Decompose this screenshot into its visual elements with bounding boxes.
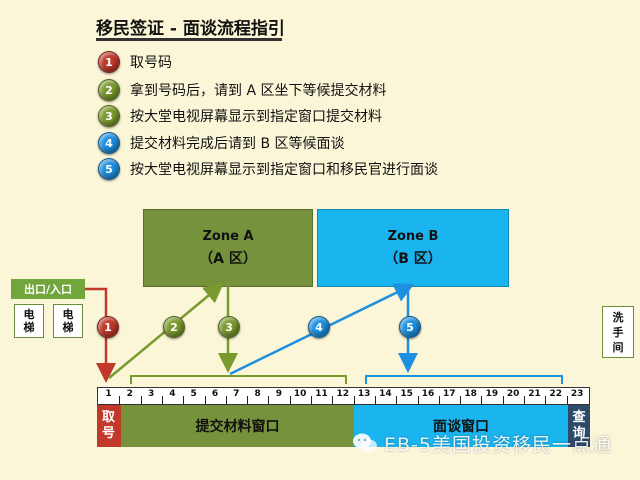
ticket-block-text: 取 号 [101,410,116,441]
window-tick [439,396,440,405]
restroom-box: 洗 手 间 [602,306,634,358]
step-text: 按大堂电视屏幕显示到指定窗口和移民官进行面谈 [130,162,438,178]
window-number: 19 [485,389,499,399]
watermark: EB-5美国投资移民一点通 [352,428,612,458]
window-tick [460,396,461,405]
submit-window-text: 提交材料窗口 [195,419,280,435]
window-tick [545,396,546,405]
step-number-badge: 5 [98,158,120,180]
step-text: 拿到号码后，请到 A 区坐下等候提交材料 [130,83,387,99]
window-number: 5 [190,389,197,399]
zone-b-label: （B 区） [384,250,442,267]
window-tick [567,396,568,405]
window-tick [481,396,482,405]
interview-window-text: 面谈窗口 [433,419,489,435]
exit-entrance-label: 出口/入口 [11,279,85,299]
step-text: 按大堂电视屏幕显示到指定窗口提交材料 [130,109,382,125]
window-tick [119,396,120,405]
interview-bracket [365,375,563,384]
arrow-badge-2: 2 [163,316,185,338]
elevator-left-text: 电 梯 [23,308,35,334]
zone-a-label: （A 区） [199,250,257,267]
arrow-badge-3: 3 [218,316,240,338]
window-number: 1 [105,389,112,399]
step-item-2: 2 拿到号码后，请到 A 区坐下等候提交材料 [98,79,386,101]
watermark-text: EB-5美国投资移民一点通 [384,433,612,456]
window-number: 2 [126,389,133,399]
step-number-badge: 1 [98,51,120,73]
submit-window-block: 提交材料窗口 [121,405,354,447]
elevator-left: 电 梯 [14,304,44,338]
elevator-right-text: 电 梯 [62,308,74,334]
zone-b-name: Zone B [387,228,439,244]
inquiry-block: 查 询 [568,405,590,447]
step-item-4: 4 提交材料完成后请到 B 区等候面谈 [98,132,345,154]
window-number: 4 [169,389,176,399]
window-tick [205,396,206,405]
window-number: 12 [336,389,350,399]
window-tick [503,396,504,405]
window-number: 10 [293,389,307,399]
window-number: 14 [379,389,392,399]
window-number: 21 [528,389,541,399]
window-tick [418,396,419,405]
elevator-right: 电 梯 [53,304,83,338]
wechat-icon [353,433,377,453]
title-underline [96,38,282,41]
window-tick [375,396,376,405]
window-tick [141,396,142,405]
window-number: 8 [254,389,261,399]
window-ruler [97,387,590,405]
step-item-3: 3 按大堂电视屏幕显示到指定窗口提交材料 [98,105,382,127]
window-tick [290,396,291,405]
window-number: 16 [421,389,435,399]
window-number: 11 [315,389,328,399]
window-tick [396,396,397,405]
step-number-badge: 3 [98,105,120,127]
zone-a-box: Zone A （A 区） [143,209,313,287]
submit-bracket [130,375,347,384]
window-number: 3 [147,389,155,399]
window-tick [311,396,312,405]
window-tick [247,396,248,405]
step-item-5: 5 按大堂电视屏幕显示到指定窗口和移民官进行面谈 [98,158,438,180]
window-tick [226,396,227,405]
ticket-block: 取 号 [97,405,121,447]
window-number: 7 [233,389,240,399]
window-number: 23 [570,389,584,399]
window-number: 13 [357,389,371,399]
arrow-badge-1: 1 [97,316,119,338]
window-tick [354,396,355,405]
arrow-badge-4: 4 [308,316,330,338]
window-number: 20 [506,389,520,399]
window-tick [524,396,525,405]
step-text: 取号码 [130,55,172,71]
step-text: 提交材料完成后请到 B 区等候面谈 [130,136,345,152]
inquiry-block-text: 查 询 [572,410,586,441]
window-number: 17 [443,389,456,399]
window-tick [183,396,184,405]
page-title: 移民签证 - 面谈流程指引 [96,19,285,39]
step-item-1: 1 取号码 [98,51,172,73]
window-tick [162,396,163,405]
window-number: 18 [464,389,477,399]
window-number: 9 [275,389,283,399]
window-number: 15 [400,389,413,399]
window-tick [268,396,269,405]
arrow-badge-5: 5 [399,316,421,338]
restroom-text: 洗 手 间 [612,310,624,354]
interview-window-block: 面谈窗口 [354,405,568,447]
step-number-badge: 2 [98,79,120,101]
zone-a-name: Zone A [202,228,254,244]
window-number: 6 [211,389,219,399]
window-number: 22 [549,389,563,399]
zone-b-box: Zone B （B 区） [317,209,509,287]
step-number-badge: 4 [98,132,120,154]
arrow-1-path [85,287,116,383]
window-tick [332,396,333,405]
